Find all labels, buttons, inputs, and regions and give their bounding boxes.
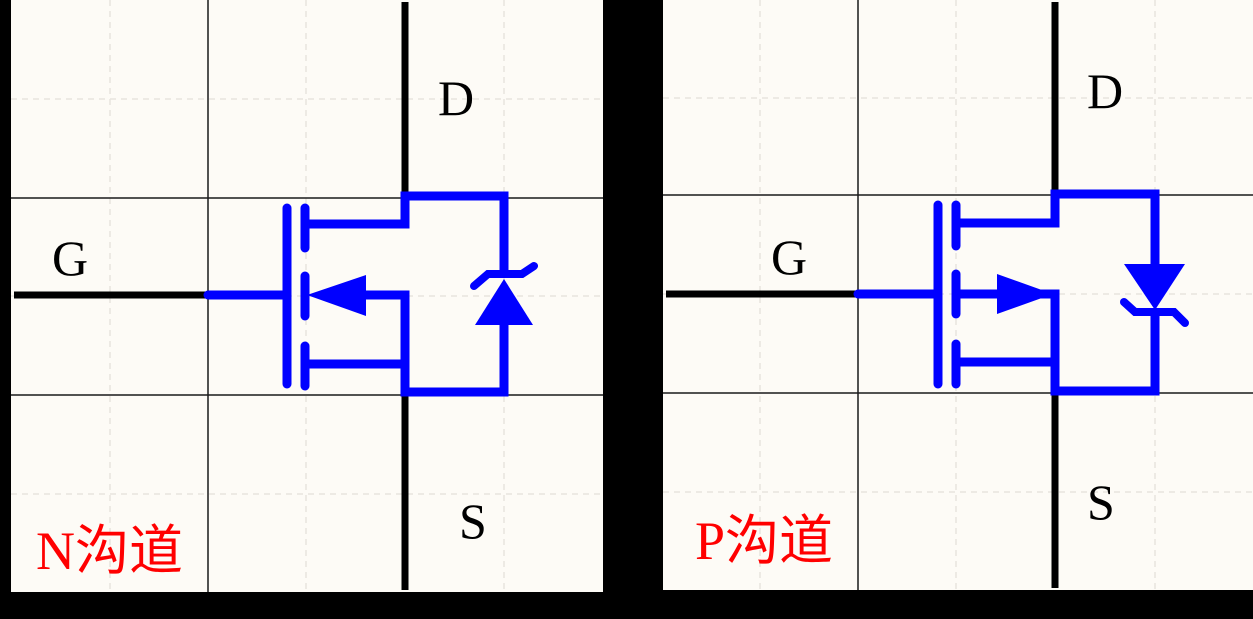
zener-diode-icon <box>475 279 533 325</box>
source-label: S <box>1087 474 1115 530</box>
p-channel-panel: G D S P沟道 <box>663 0 1253 590</box>
pin-wires <box>14 2 409 590</box>
body-arrow-outward-icon <box>997 274 1053 314</box>
drain-label: D <box>1087 63 1123 119</box>
source-label: S <box>459 493 487 549</box>
gate-label: G <box>771 229 807 285</box>
drain-label: D <box>438 70 474 126</box>
gate-label: G <box>52 230 88 286</box>
channel-caption: N沟道 <box>36 521 183 581</box>
pin-wires <box>666 2 1059 588</box>
body-arrow-inward-icon <box>307 275 366 316</box>
n-channel-panel: G D S N沟道 <box>11 0 603 592</box>
channel-caption: P沟道 <box>695 511 833 571</box>
zener-diode-icon <box>1124 264 1185 310</box>
n-mosfet-symbol <box>203 191 538 397</box>
p-mosfet-symbol <box>853 189 1189 396</box>
